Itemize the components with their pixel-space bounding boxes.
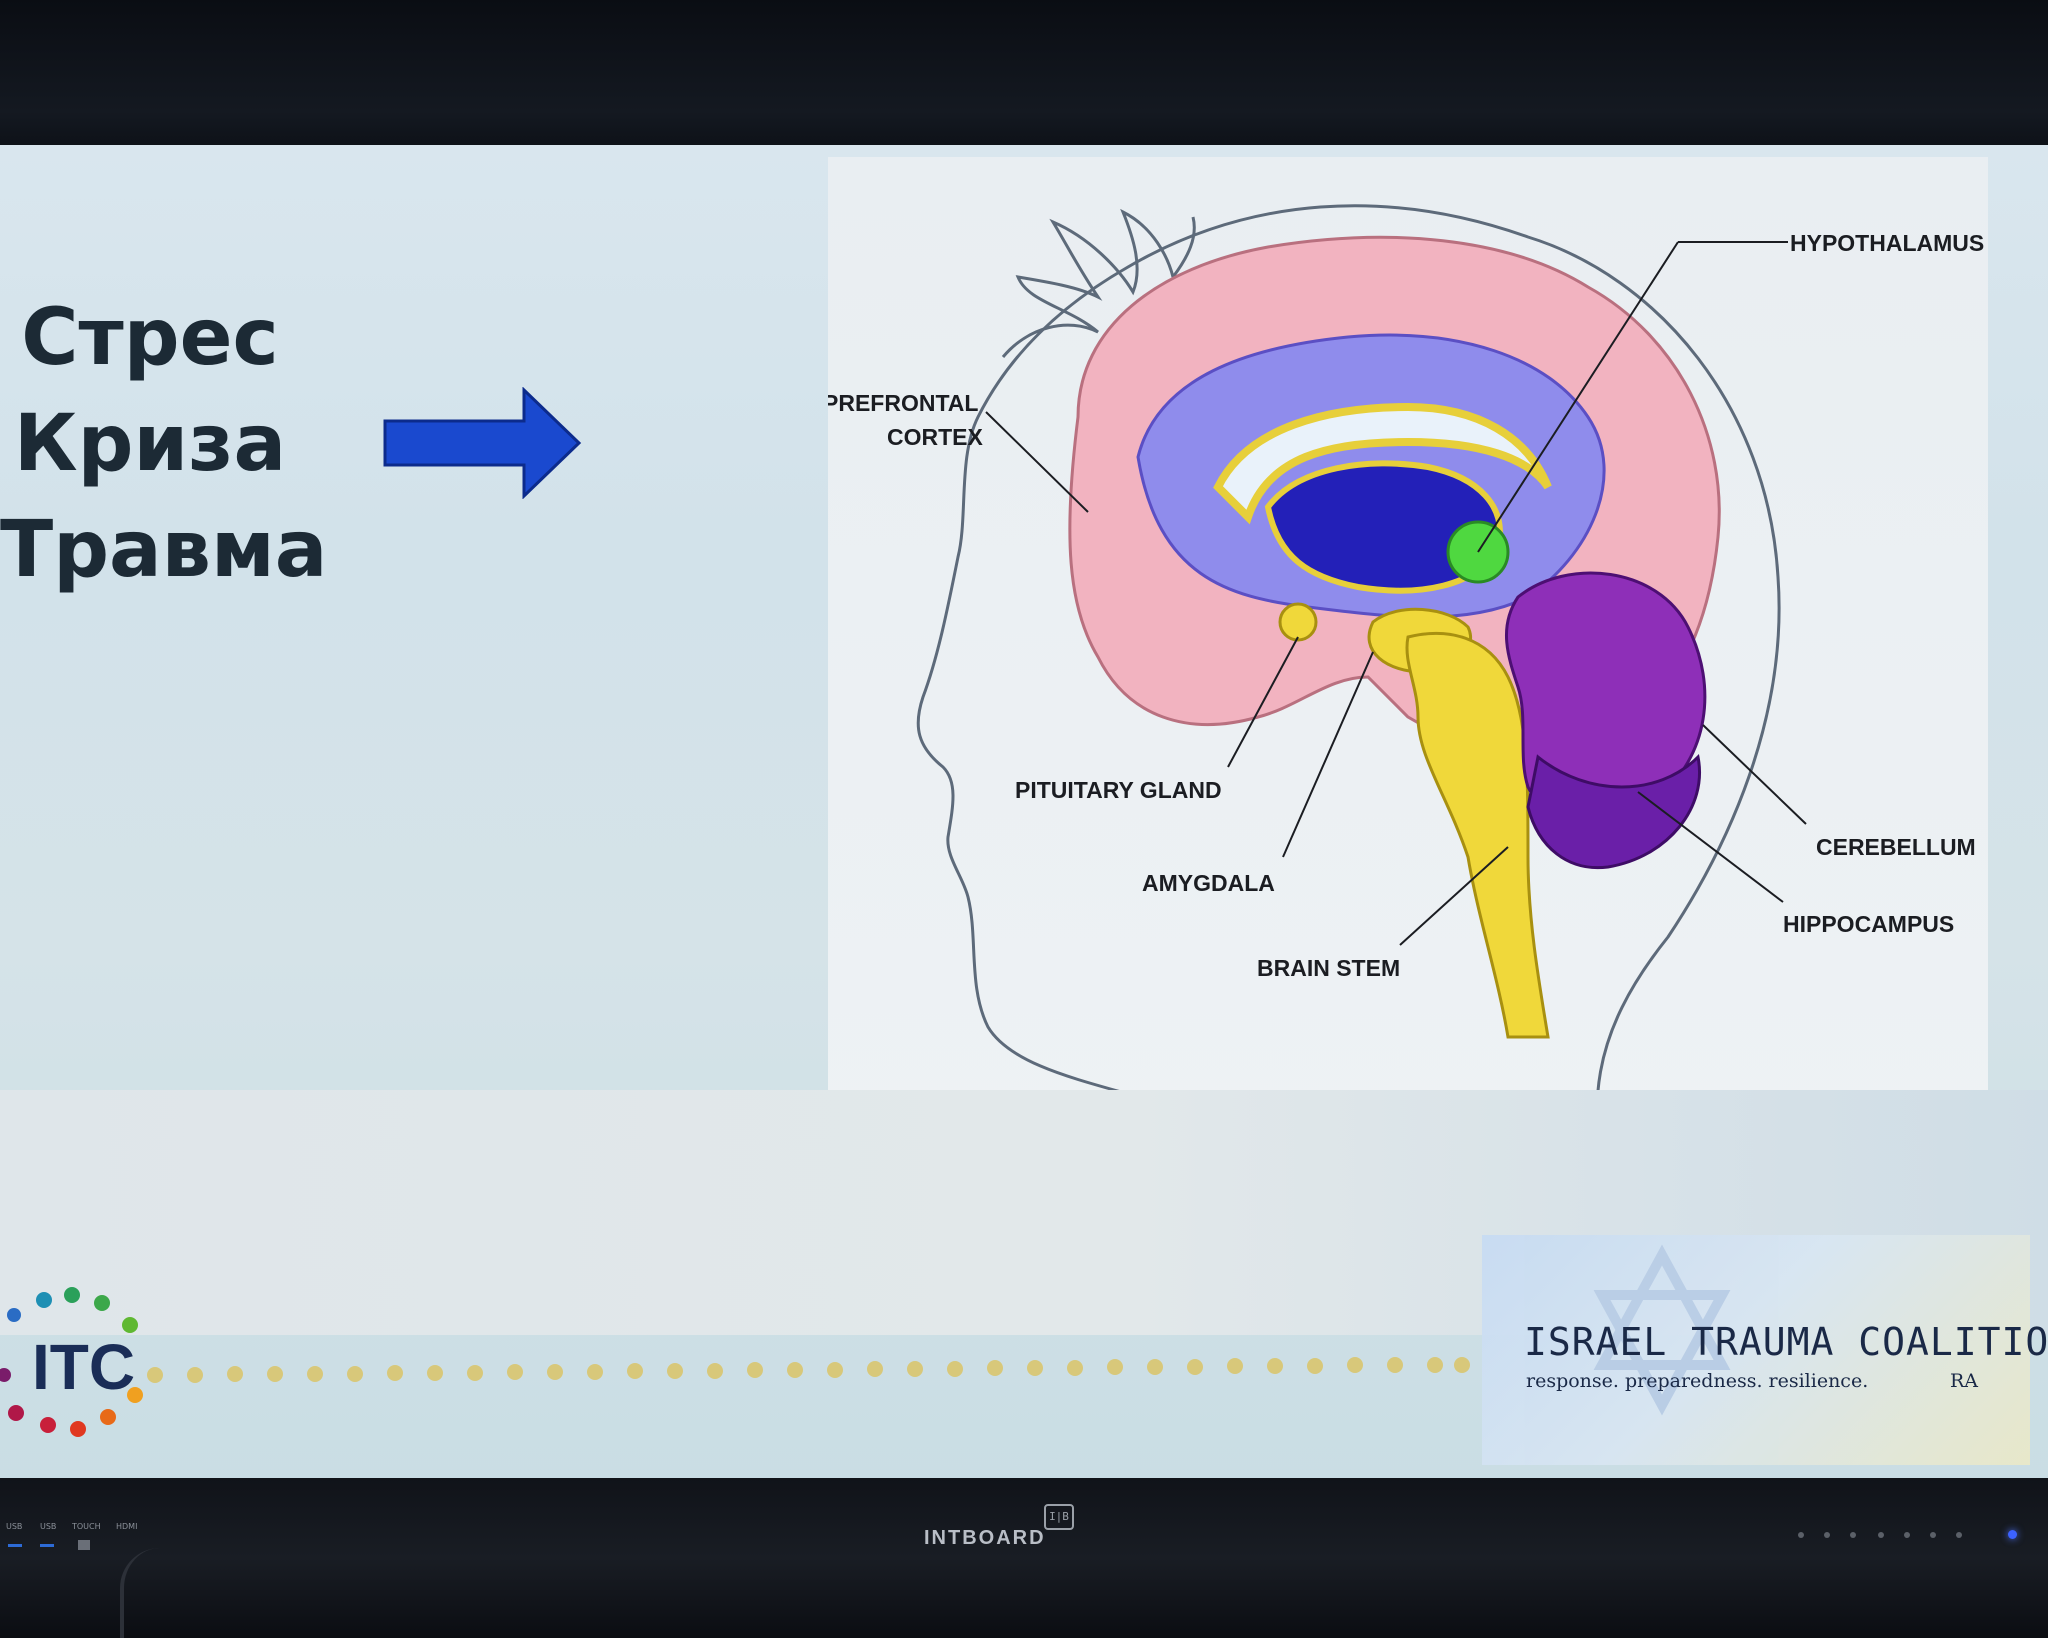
head-outline xyxy=(916,204,1781,1205)
slide-word-list: Стрес Криза Травма xyxy=(0,285,328,603)
port-label-hdmi: HDMI xyxy=(116,1522,138,1531)
usb-port-2-icon[interactable] xyxy=(40,1544,54,1547)
pituitary-shape xyxy=(1278,602,1318,642)
usb-port-1-icon[interactable] xyxy=(8,1544,22,1547)
monitor-brand: INTBOARD xyxy=(924,1527,1046,1549)
port-label-usb-1: USB xyxy=(6,1522,23,1531)
cerebellum-lower xyxy=(1526,753,1701,870)
corpus-callosum xyxy=(1213,402,1552,525)
monitor-button-icon[interactable] xyxy=(1850,1532,1856,1538)
monitor-top-bezel xyxy=(0,0,2048,160)
label-brain-stem: BRAIN STEM xyxy=(1257,955,1400,981)
label-hypothalamus: HYPOTHALAMUS xyxy=(1790,230,1984,256)
hair-outline xyxy=(1001,208,1196,358)
label-amygdala: AMYGDALA xyxy=(1142,870,1275,896)
org-tagline: response. preparedness. resilience. xyxy=(1526,1370,1869,1392)
brain-diagram: PREFRONTAL CORTEX HYPOTHALAMUS PITUITARY… xyxy=(828,157,1988,1205)
monitor-button-icon[interactable] xyxy=(1956,1532,1962,1538)
label-prefrontal-line2: CORTEX xyxy=(887,424,984,450)
monitor-button-icon[interactable] xyxy=(1930,1532,1936,1538)
label-hippocampus: HIPPOCAMPUS xyxy=(1783,911,1954,937)
monitor-bottom-bezel xyxy=(0,1478,2048,1638)
label-prefrontal-line1: PREFRONTAL xyxy=(828,390,978,416)
power-led-icon[interactable] xyxy=(2008,1530,2017,1539)
cable xyxy=(120,1548,164,1638)
leader-lines xyxy=(985,241,1807,946)
slide-word-crisis: Криза xyxy=(13,399,287,489)
monitor-button-icon[interactable] xyxy=(1824,1532,1830,1538)
label-cerebellum: CEREBELLUM xyxy=(1816,834,1976,860)
monitor-button-icon[interactable] xyxy=(1798,1532,1804,1538)
itc-logo: ITC xyxy=(0,1287,1470,1437)
brain-stem-shape xyxy=(1405,631,1550,1039)
right-arrow-icon xyxy=(383,387,582,499)
label-pituitary-gland: PITUITARY GLAND xyxy=(1015,777,1222,803)
slide-word-stress: Стрес xyxy=(21,293,279,383)
footer-dot-trail xyxy=(147,1357,1470,1383)
brain-illustration: PREFRONTAL CORTEX HYPOTHALAMUS PITUITARY… xyxy=(828,204,1984,1205)
star-of-david-icon xyxy=(1593,1244,1731,1416)
port-label-usb-2: USB xyxy=(40,1522,57,1531)
org-suffix: RA xyxy=(1950,1370,1979,1392)
port-label-touch: TOUCH xyxy=(72,1522,101,1531)
intboard-logo-icon: I|B xyxy=(1044,1504,1074,1530)
monitor-button-icon[interactable] xyxy=(1904,1532,1910,1538)
itc-logo-dots xyxy=(0,1287,143,1437)
org-name: ISRAEL TRAUMA COALITION xyxy=(1524,1320,2048,1364)
itc-logo-text: ITC xyxy=(32,1331,135,1403)
monitor-button-icon[interactable] xyxy=(1878,1532,1884,1538)
org-background-graphic xyxy=(1482,1235,2030,1465)
slide-word-trauma: Травма xyxy=(0,505,328,595)
touch-port-icon[interactable] xyxy=(78,1540,90,1550)
